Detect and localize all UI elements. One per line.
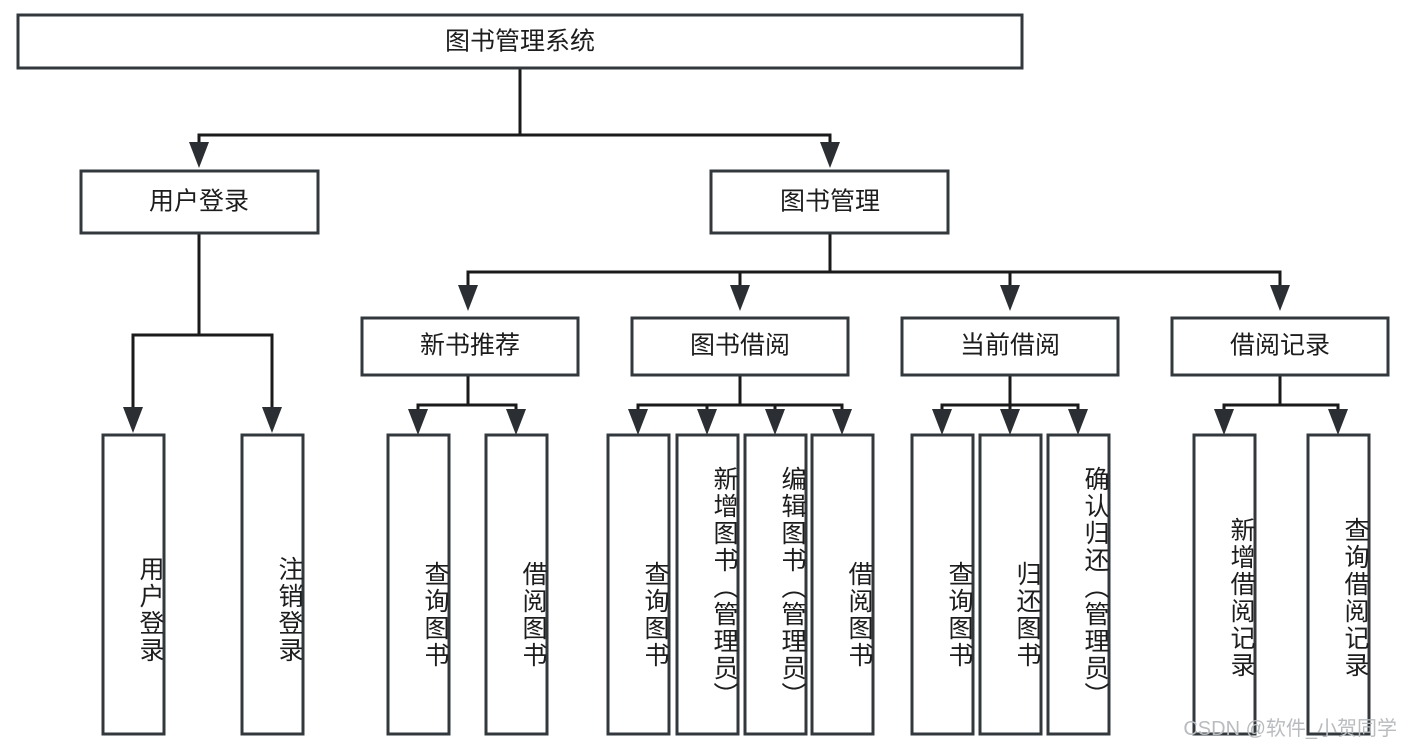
connector-group-current-borrow [932, 374, 1088, 435]
leaf-box-query-record[interactable] [1306, 433, 1371, 736]
leaf-box-add-book[interactable] [675, 433, 740, 736]
leaf-box-edit-book[interactable] [743, 433, 808, 736]
leaf-box-borrow-book-2[interactable] [810, 433, 875, 736]
node-user-login[interactable]: 用户登录 [79, 169, 320, 235]
node-current-borrow-label: 当前借阅 [960, 332, 1060, 360]
leaf-box-user-login[interactable] [101, 433, 166, 736]
node-user-login-label: 用户登录 [149, 188, 249, 216]
node-book-borrow[interactable]: 图书借阅 [630, 316, 850, 377]
leaf-box-borrow-book-1[interactable] [484, 433, 549, 736]
connector-group-borrow-record [1214, 374, 1348, 435]
leaf-boxes-user-login [101, 433, 305, 736]
connector-group-new-book-recommend [408, 374, 526, 435]
connector-group-book-borrow [628, 374, 852, 435]
leaf-box-query-book-1[interactable] [386, 433, 451, 736]
node-book-manage-label: 图书管理 [780, 188, 880, 216]
connector-group-root [189, 66, 840, 168]
leaf-boxes-book-borrow [606, 433, 875, 736]
leaf-box-logout[interactable] [240, 433, 305, 736]
node-current-borrow[interactable]: 当前借阅 [900, 316, 1120, 377]
leaf-boxes-borrow-record [1192, 433, 1371, 736]
node-borrow-record-label: 借阅记录 [1230, 332, 1330, 360]
leaf-boxes-current-borrow [910, 433, 1111, 736]
leaf-box-add-record[interactable] [1192, 433, 1257, 736]
node-new-book-recommend[interactable]: 新书推荐 [360, 316, 580, 377]
node-root[interactable]: 图书管理系统 [16, 13, 1024, 70]
node-root-label: 图书管理系统 [445, 28, 595, 56]
leaf-box-return-book[interactable] [978, 433, 1043, 736]
node-new-book-recommend-label: 新书推荐 [420, 332, 520, 360]
connector-group-book-manage [458, 232, 1290, 311]
leaf-box-query-book-3[interactable] [910, 433, 975, 736]
leaf-boxes-new-book-recommend [386, 433, 549, 736]
connector-group-user-login [123, 232, 282, 433]
node-book-borrow-label: 图书借阅 [690, 332, 790, 360]
node-book-manage[interactable]: 图书管理 [709, 169, 950, 235]
csdn-watermark: CSDN @软件_小贺同学 [1183, 718, 1397, 740]
node-borrow-record[interactable]: 借阅记录 [1170, 316, 1390, 377]
leaf-box-confirm-return[interactable] [1046, 433, 1111, 736]
leaf-box-query-book-2[interactable] [606, 433, 671, 736]
